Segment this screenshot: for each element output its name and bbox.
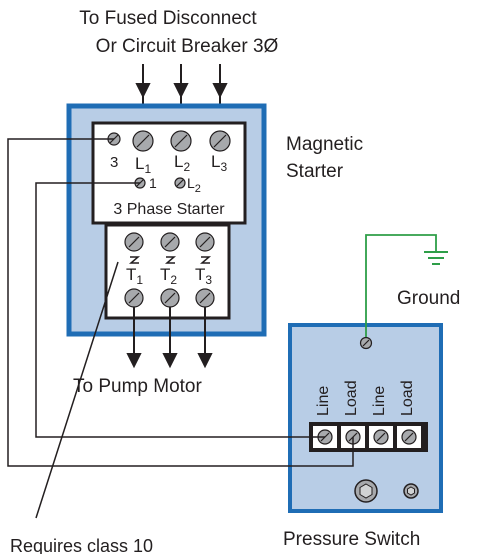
lower-terminal-slots	[128, 236, 211, 304]
terminal-label-coil-l2: L2	[187, 175, 201, 195]
terminal-label-l3: L3	[211, 152, 227, 174]
terminal-label-t1: T1	[126, 265, 143, 287]
magnetic-label-line2: Starter	[286, 161, 344, 182]
supply-label-line2: Or Circuit Breaker 3Ø	[96, 36, 279, 57]
supply-label-line1: To Fused Disconnect	[79, 8, 257, 29]
overload-heater-icon	[199, 256, 212, 264]
ground-wire	[365, 234, 437, 337]
ground-symbol-icon	[424, 251, 448, 265]
overload-note-pointer	[35, 261, 119, 519]
starter-name-label: 3 Phase Starter	[113, 201, 225, 218]
arrow-down-icon	[173, 83, 189, 99]
magnetic-label-line1: Magnetic	[286, 134, 363, 155]
ps-label-line-a: Line	[315, 386, 332, 416]
adjustment-nuts	[354, 479, 419, 503]
control-wire-3-to-load	[7, 138, 354, 467]
requires-class-label: Requires class 10	[10, 536, 153, 554]
pressure-switch-label: Pressure Switch	[283, 529, 420, 550]
overload-heater-icon	[164, 256, 177, 264]
ps-label-line-b: Line	[371, 386, 388, 416]
arrow-down-icon	[197, 353, 213, 369]
overload-heaters	[128, 256, 212, 264]
terminal-label-1: 1	[149, 175, 157, 191]
terminal-label-t2: T2	[160, 265, 177, 287]
ground-label: Ground	[397, 288, 460, 309]
ps-terminals	[313, 426, 421, 448]
terminal-label-3: 3	[110, 154, 118, 171]
ps-label-load-a: Load	[343, 380, 360, 416]
ps-label-load-b: Load	[399, 380, 416, 416]
terminal-label-l2: L2	[174, 152, 190, 174]
arrow-down-icon	[162, 353, 178, 369]
terminal-label-t3: T3	[195, 265, 212, 287]
terminal-label-l1: L1	[135, 154, 151, 176]
arrow-down-icon	[212, 83, 228, 99]
control-wire-1-to-line	[35, 182, 325, 438]
supply-arrows	[135, 64, 228, 122]
motor-arrows	[126, 307, 213, 369]
arrow-down-icon	[126, 353, 142, 369]
overload-heater-icon	[128, 256, 141, 264]
pump-motor-label: To Pump Motor	[73, 376, 202, 397]
arrow-down-icon	[135, 83, 151, 99]
